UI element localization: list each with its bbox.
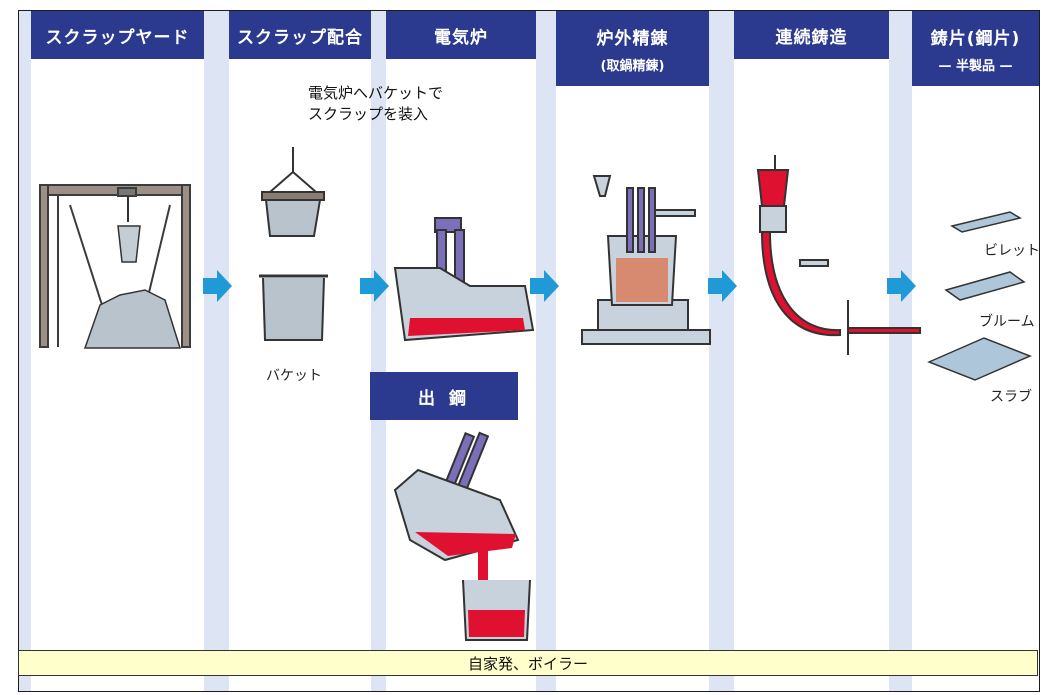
ladle-refining-icon [581,175,711,345]
continuous-caster-icon [756,155,921,355]
arrow-icon [360,270,389,302]
header-semi-product: 鋳片(鋼片) — 半製品 — [912,11,1039,86]
arrow-icon [887,270,916,302]
header-scrap-blend: スクラップ配合 [229,11,371,59]
scrap-yard-grab-icon [117,225,141,263]
header-electric-furnace: 電気炉 [386,11,536,59]
electric-furnace-icon [393,217,535,342]
tapping-furnace-icon [393,431,520,600]
footer-text: 自家発、ボイラー [467,654,588,673]
column-secondary-refining: 炉外精錬 (取鍋精錬) [556,11,709,691]
billet-label: ビレット [984,243,1040,259]
footer-bar: 自家発、ボイラー [18,650,1038,676]
hanging-bucket-icon [261,147,325,237]
arrow-icon [203,270,232,302]
bloom-icon [944,271,1026,301]
column-scrap-yard: スクラップヤード [31,11,204,691]
ladle-icon [462,579,531,641]
slab-icon [927,337,1032,381]
billet-icon [950,211,1022,233]
bucket-label: バケット [266,368,322,384]
header-secondary-refining: 炉外精錬 (取鍋精錬) [556,11,709,86]
slab-label: スラブ [990,389,1032,405]
charging-note: 電気炉へバケットで スクラップを装入 [308,84,444,123]
bloom-label: ブルーム [979,314,1035,330]
column-scrap-blend: スクラップ配合 [229,11,371,691]
flow-arrows [203,270,916,302]
scrap-pile-icon [83,289,182,349]
header-continuous-casting: 連続鋳造 [734,11,889,59]
tapping-header: 出 鋼 [370,372,518,420]
bucket-icon [259,274,328,341]
header-scrap-yard: スクラップヤード [31,11,204,59]
column-continuous-casting: 連続鋳造 [734,11,889,691]
column-electric-furnace: 電気炉 [386,11,536,691]
arrow-icon [708,270,737,302]
arrow-icon [530,270,559,302]
